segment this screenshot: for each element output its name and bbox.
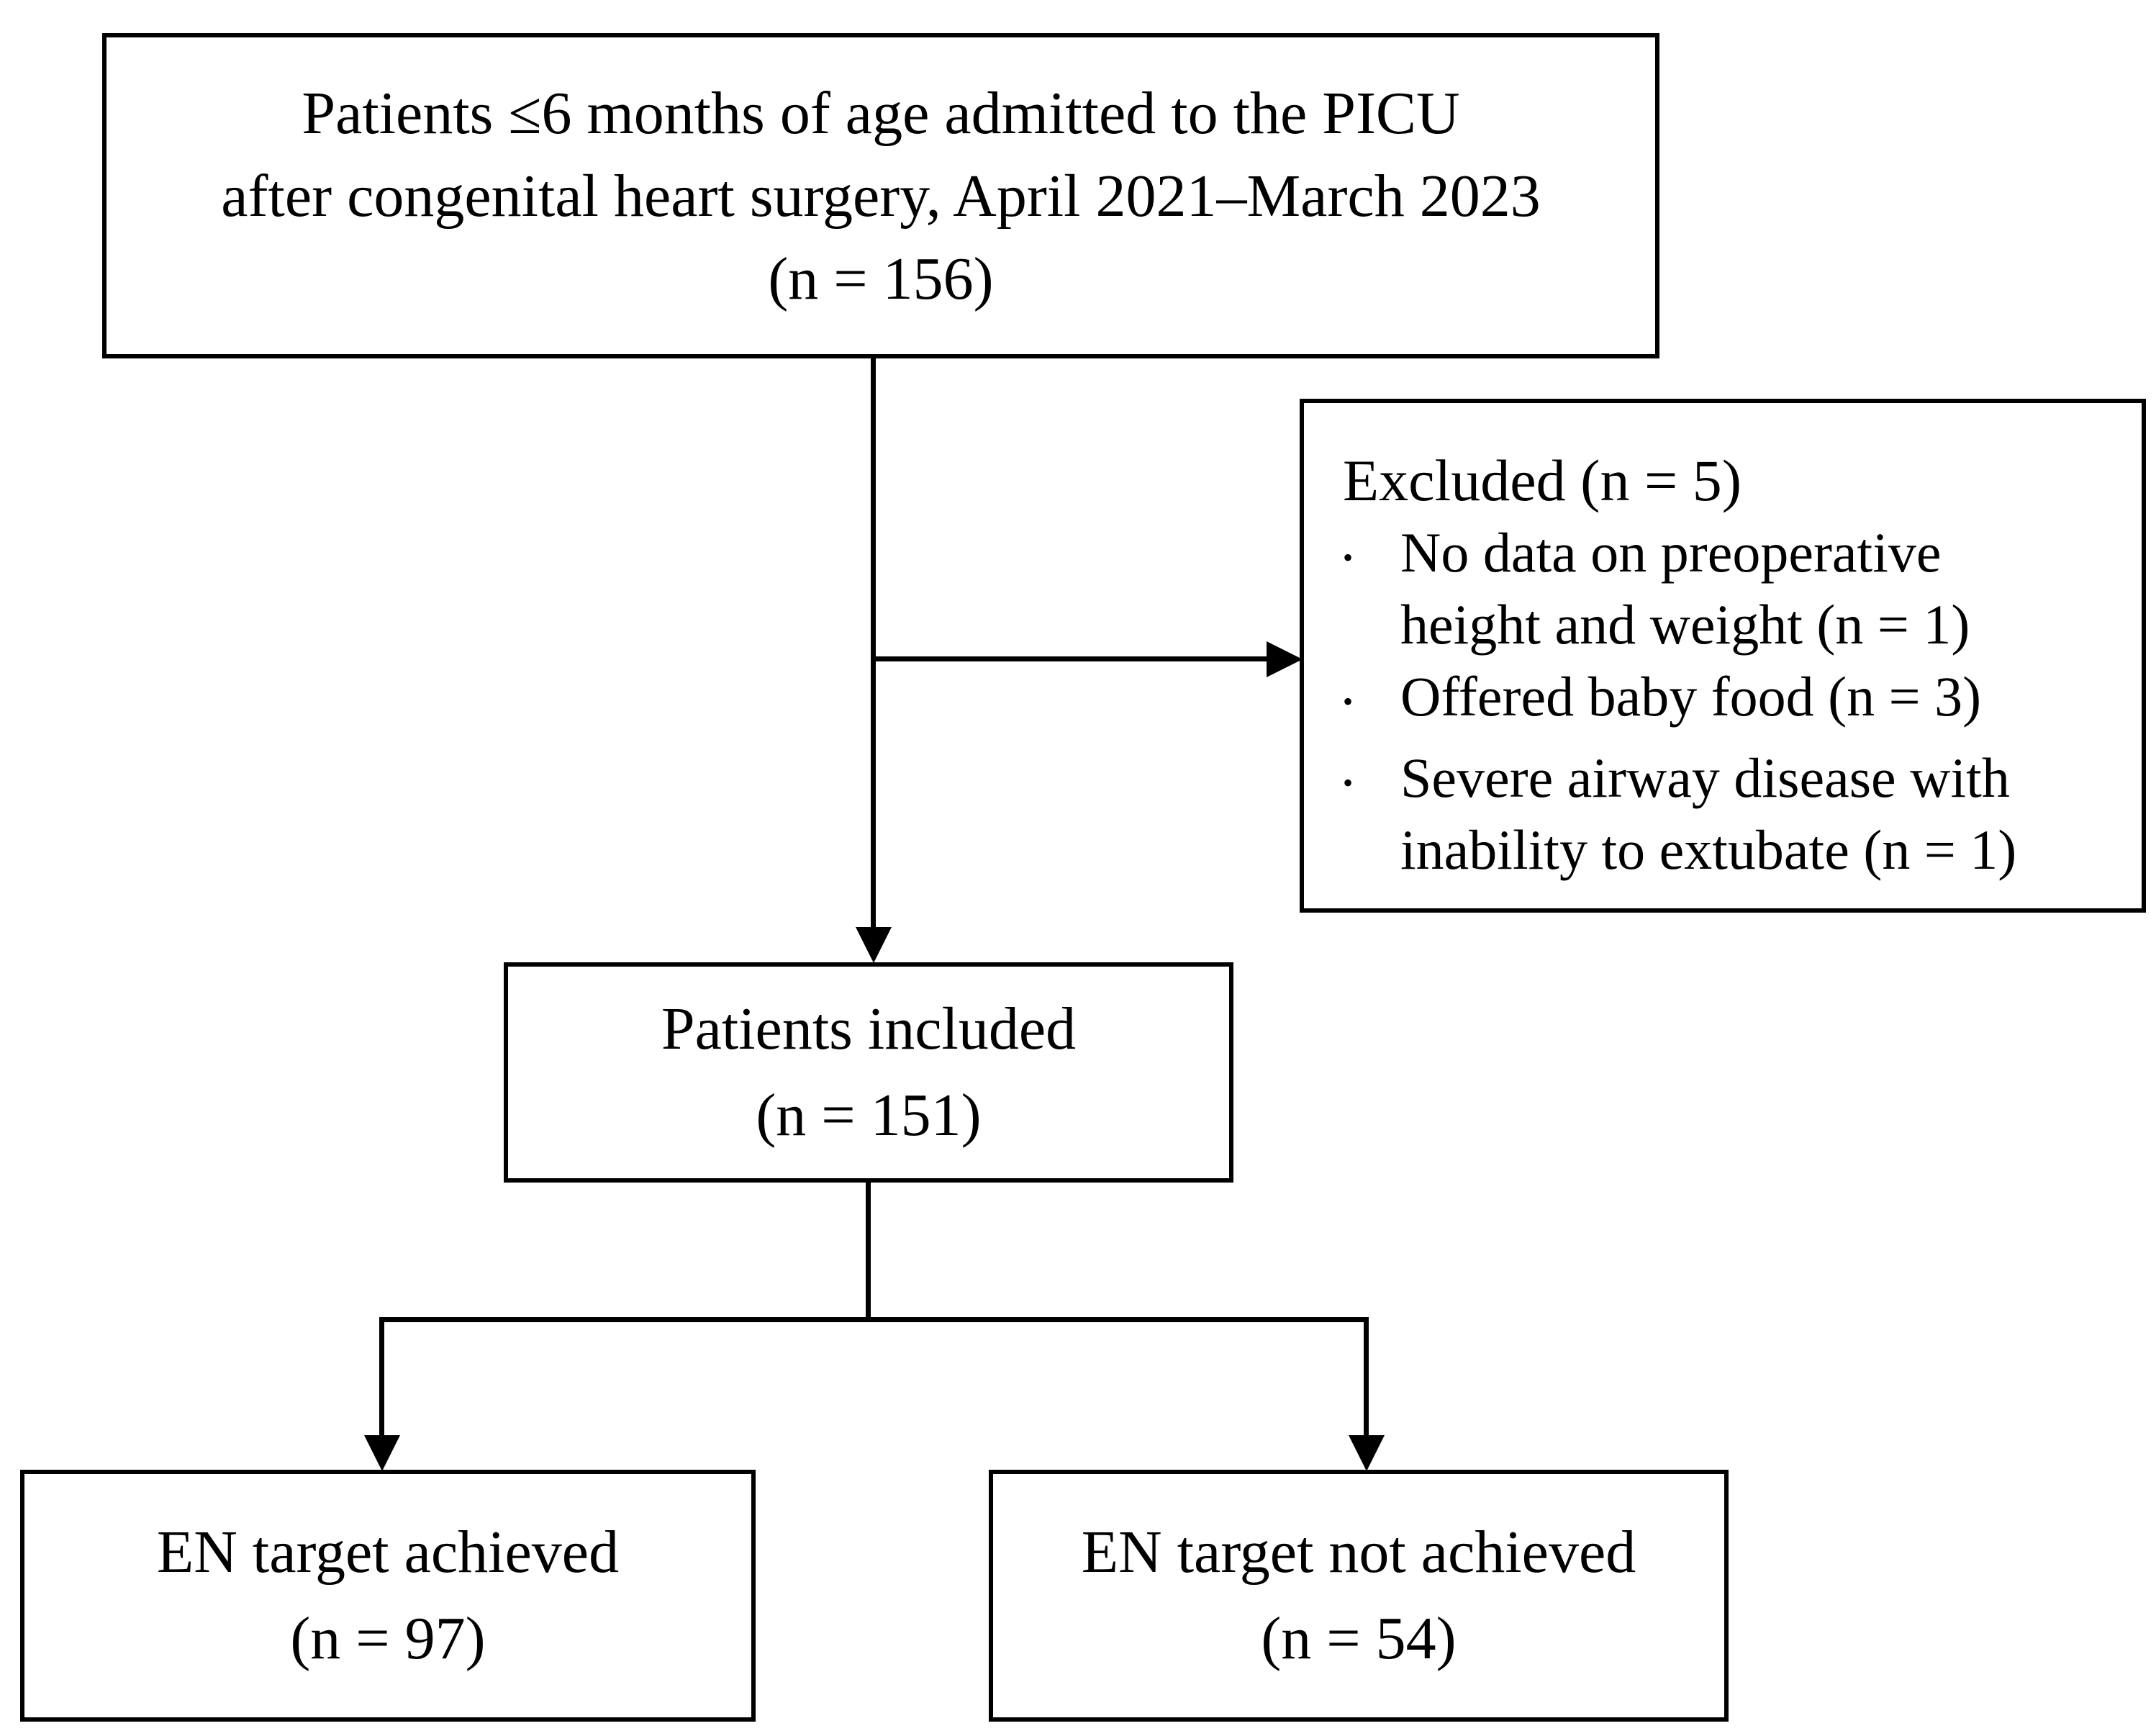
excluded-box: Excluded (n = 5) • No data on preoperati… (1300, 399, 2146, 913)
connector-enrollment-to-included (871, 358, 876, 931)
excluded-title: Excluded (n = 5) (1343, 448, 1742, 513)
excluded-bullet-line: inability to extubate (n = 1) (1400, 818, 2017, 881)
included-count: (n = 151) (756, 1082, 982, 1149)
excluded-bullet-line: No data on preoperative (1400, 521, 1942, 584)
excluded-bullet-line: Offered baby food (n = 3) (1400, 665, 1982, 728)
connector-split-to-not-achieved (1364, 1317, 1369, 1437)
not-achieved-line: EN target not achieved (1081, 1519, 1636, 1586)
arrow-down-icon (1349, 1435, 1385, 1471)
included-box: Patients included (n = 151) (504, 962, 1233, 1183)
included-line: Patients included (661, 995, 1077, 1062)
arrow-right-icon (1267, 641, 1303, 677)
achieved-line: EN target achieved (156, 1519, 620, 1586)
connector-included-to-split (866, 1183, 871, 1319)
bullet-icon: • (1343, 541, 1354, 574)
excluded-bullet: • Offered baby food (n = 3) (1343, 661, 2113, 742)
en-target-achieved-box: EN target achieved (n = 97) (20, 1470, 756, 1722)
connector-split-to-achieved (379, 1317, 384, 1437)
enrollment-line: Patients ≤6 months of age admitted to th… (302, 79, 1460, 147)
connector-to-excluded (871, 656, 1274, 661)
enrollment-line: after congenital heart surgery, April 20… (221, 162, 1541, 230)
excluded-bullet: • Severe airway disease with inability t… (1343, 742, 2113, 886)
enrollment-count: (n = 156) (768, 245, 994, 312)
achieved-count: (n = 97) (290, 1605, 486, 1672)
bullet-icon: • (1343, 767, 1354, 799)
excluded-bullet-line: height and weight (n = 1) (1400, 593, 1970, 656)
arrow-down-icon (364, 1435, 400, 1471)
arrow-down-icon (856, 927, 892, 963)
connector-split-bar (379, 1317, 1369, 1322)
excluded-bullet-line: Severe airway disease with (1400, 746, 2010, 809)
enrollment-box: Patients ≤6 months of age admitted to th… (102, 33, 1659, 358)
not-achieved-count: (n = 54) (1261, 1605, 1457, 1672)
excluded-bullet: • No data on preoperative height and wei… (1343, 517, 2113, 661)
bullet-icon: • (1343, 685, 1354, 718)
en-target-not-achieved-box: EN target not achieved (n = 54) (989, 1470, 1729, 1722)
